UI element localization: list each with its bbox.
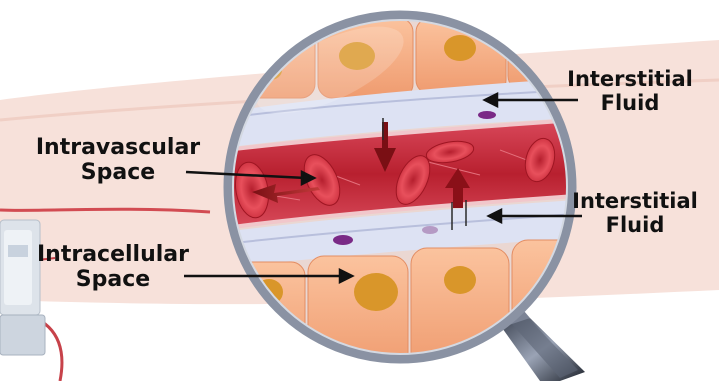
label-interstitial-bottom-line1: Interstitial bbox=[570, 190, 700, 214]
label-intracellular-line1: Intracellular bbox=[20, 243, 206, 268]
label-interstitial-fluid-bottom: Interstitial Fluid bbox=[570, 190, 700, 237]
label-interstitial-top-line1: Interstitial bbox=[562, 68, 698, 92]
label-intravascular-space: Intravascular Space bbox=[18, 136, 218, 185]
label-intravascular-line1: Intravascular bbox=[18, 136, 218, 161]
label-interstitial-fluid-top: Interstitial Fluid bbox=[562, 68, 698, 115]
label-intracellular-space: Intracellular Space bbox=[20, 243, 206, 292]
label-intracellular-line2: Space bbox=[20, 268, 206, 293]
label-interstitial-bottom-line2: Fluid bbox=[570, 214, 700, 238]
label-interstitial-top-line2: Fluid bbox=[562, 92, 698, 116]
label-intravascular-line2: Space bbox=[18, 161, 218, 186]
